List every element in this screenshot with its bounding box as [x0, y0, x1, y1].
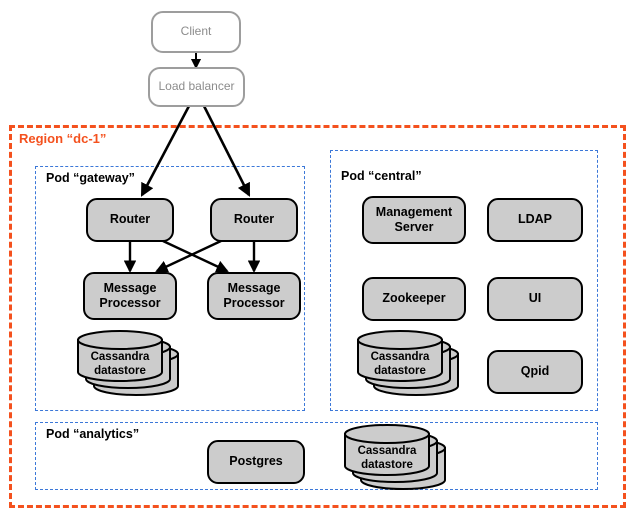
- node-router-2[interactable]: Router: [210, 198, 298, 242]
- node-ldap[interactable]: LDAP: [487, 198, 583, 242]
- node-management-server[interactable]: Management Server: [362, 196, 466, 244]
- node-message-processor-2[interactable]: Message Processor: [207, 272, 301, 320]
- node-ui[interactable]: UI: [487, 277, 583, 321]
- node-router-1[interactable]: Router: [86, 198, 174, 242]
- datastore-cassandra-gateway[interactable]: Cassandra datastore: [77, 330, 200, 400]
- datastore-cassandra-analytics[interactable]: Cassandra datastore: [344, 424, 467, 494]
- node-zookeeper[interactable]: Zookeeper: [362, 277, 466, 321]
- region-dc-1: [9, 125, 626, 508]
- node-client-label: Client: [180, 24, 212, 39]
- node-router-2-label: Router: [233, 212, 275, 227]
- node-message-processor-1-label-line1: Message: [103, 280, 157, 295]
- node-message-processor-2-label-line2: Processor: [223, 296, 285, 310]
- node-zookeeper-label: Zookeeper: [382, 291, 446, 306]
- node-client[interactable]: Client: [151, 11, 241, 53]
- pod-analytics: [35, 422, 598, 490]
- node-message-processor-1-label-line2: Processor: [99, 296, 161, 310]
- node-management-server-label-line1: Management: [375, 204, 453, 219]
- node-postgres[interactable]: Postgres: [207, 440, 305, 484]
- pod-central-label: Pod “central”: [339, 169, 424, 183]
- node-qpid-label: Qpid: [520, 364, 550, 379]
- node-management-server-label-line2: Server: [394, 220, 434, 234]
- node-postgres-label: Postgres: [229, 454, 283, 469]
- pod-gateway-label: Pod “gateway”: [44, 171, 137, 185]
- node-message-processor-1[interactable]: Message Processor: [83, 272, 177, 320]
- pod-central: [330, 150, 598, 411]
- node-load-balancer[interactable]: Load balancer: [148, 67, 245, 107]
- node-ldap-label: LDAP: [517, 212, 553, 227]
- region-dc-1-label: Region “dc-1”: [17, 131, 109, 146]
- node-message-processor-2-label-line1: Message: [227, 280, 281, 295]
- pod-analytics-label: Pod “analytics”: [44, 427, 142, 441]
- node-router-1-label: Router: [109, 212, 151, 227]
- node-qpid[interactable]: Qpid: [487, 350, 583, 394]
- node-load-balancer-label: Load balancer: [158, 79, 235, 94]
- node-ui-label: UI: [528, 291, 542, 306]
- datastore-cassandra-central[interactable]: Cassandra datastore: [357, 330, 480, 400]
